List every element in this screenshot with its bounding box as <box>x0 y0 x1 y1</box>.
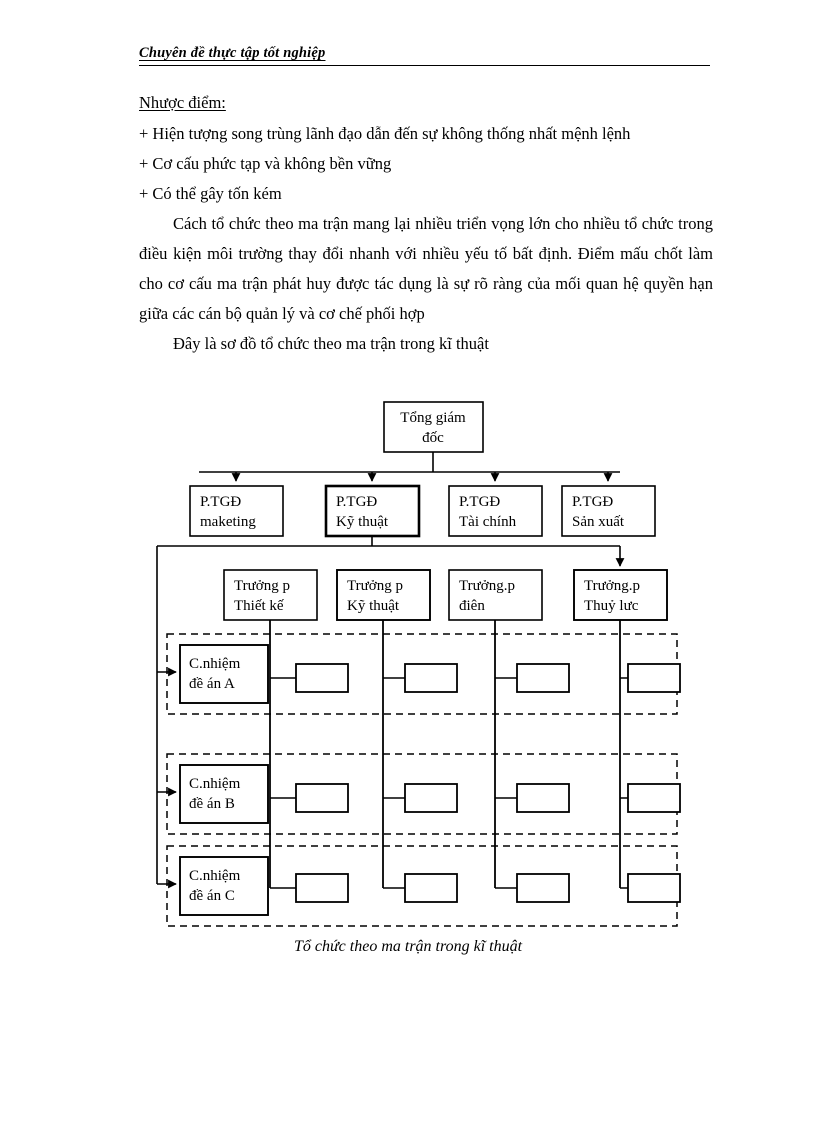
node-vd-engineering-line2: Kỹ thuật <box>336 514 389 530</box>
node-head-engineering-line2: Kỹ thuật <box>347 598 400 614</box>
node-project-c-line2: đề án C <box>189 888 235 904</box>
node-ceo-line2: đốc <box>422 430 444 446</box>
node-head-hydraulics-line2: Thuỷ lưc <box>584 598 639 614</box>
matrix-cell <box>404 663 458 693</box>
diagram-caption: Tổ chức theo ma trận trong kĩ thuật <box>293 938 523 955</box>
matrix-cell <box>295 783 349 813</box>
node-vd-engineering-line1: P.TGĐ <box>336 494 377 510</box>
matrix-cell <box>295 663 349 693</box>
node-vice-director-engineering: P.TGĐ Kỹ thuật <box>324 484 421 538</box>
header-title: Chuyên đề thực tập tốt nghiệp <box>139 45 326 61</box>
node-project-manager-a: C.nhiệm đề án A <box>179 644 269 704</box>
node-vd-production-line2: Sản xuất <box>572 514 625 530</box>
node-head-engineering-line1: Trưởng p <box>347 578 403 594</box>
bullet-item-3: + Có thể gây tốn kém <box>139 184 282 203</box>
body-text: Nhược điểm: + Hiện tượng song trùng lãnh… <box>139 88 713 359</box>
bullet-item-1: + Hiện tượng song trùng lãnh đạo dẫn đến… <box>139 124 631 143</box>
header-rule <box>139 65 710 66</box>
matrix-cell <box>516 783 570 813</box>
node-project-c-line1: C.nhiệm <box>189 868 241 884</box>
node-head-engineering: Trưởng p Kỹ thuật <box>336 569 431 621</box>
node-head-design-line1: Trưởng p <box>234 578 290 594</box>
node-project-manager-c: C.nhiệm đề án C <box>179 856 269 916</box>
matrix-cell <box>295 873 349 903</box>
connector-root-to-bus <box>199 452 620 473</box>
node-project-b-line1: C.nhiệm <box>189 776 241 792</box>
matrix-cell <box>627 873 681 903</box>
arrows-bus-to-vice-directors <box>231 472 613 482</box>
matrix-cells <box>295 663 681 903</box>
project-row-container-a <box>166 633 678 715</box>
project-row-containers <box>166 633 678 927</box>
node-head-electrical-line2: điên <box>459 598 485 614</box>
node-project-a-line1: C.nhiệm <box>189 656 241 672</box>
node-ceo-line1: Tổng giám <box>400 410 466 426</box>
node-vd-marketing-line1: P.TGĐ <box>200 494 241 510</box>
node-head-hydraulics: Trưởng.p Thuỷ lưc <box>573 569 668 621</box>
subhead-disadvantages: Nhược điểm: <box>139 93 226 112</box>
paragraph-2: Đây là sơ đồ tổ chức theo ma trận trong … <box>173 334 489 353</box>
node-vd-marketing-line2: maketing <box>200 514 256 530</box>
matrix-cell <box>627 663 681 693</box>
node-head-electrical: Trưởng.p điên <box>448 569 543 621</box>
node-vice-director-production: P.TGĐ Sản xuất <box>561 485 656 537</box>
cell-connector-stubs <box>270 677 628 889</box>
running-header: Chuyên đề thực tập tốt nghiệp <box>139 44 710 66</box>
node-project-b-line2: đề án B <box>189 796 235 812</box>
connector-engineering-to-bus2 <box>156 536 620 884</box>
node-head-design: Trưởng p Thiết kế <box>223 569 318 621</box>
node-head-electrical-line1: Trưởng.p <box>459 578 515 594</box>
node-vd-production-line1: P.TGĐ <box>572 494 613 510</box>
matrix-cell <box>627 783 681 813</box>
paragraph-1: Cách tổ chức theo ma trận mang lại nhiều… <box>139 214 713 323</box>
node-ceo: Tổng giám đốc <box>383 401 484 453</box>
node-head-design-line2: Thiết kế <box>234 598 284 614</box>
matrix-cell <box>404 873 458 903</box>
node-head-hydraulics-line1: Trưởng.p <box>584 578 640 594</box>
matrix-cell <box>404 783 458 813</box>
node-vice-director-finance: P.TGĐ Tài chính <box>448 485 543 537</box>
project-row-container-c <box>166 845 678 927</box>
bullet-item-2: + Cơ cấu phức tạp và không bền vững <box>139 154 392 173</box>
node-vd-finance-line2: Tài chính <box>459 514 517 530</box>
matrix-cell <box>516 663 570 693</box>
node-vice-director-marketing: P.TGĐ maketing <box>189 485 284 537</box>
project-row-container-b <box>166 753 678 835</box>
node-vd-finance-line1: P.TGĐ <box>459 494 500 510</box>
matrix-cell <box>516 873 570 903</box>
node-project-manager-b: C.nhiệm đề án B <box>179 764 269 824</box>
node-project-a-line2: đề án A <box>189 676 235 692</box>
